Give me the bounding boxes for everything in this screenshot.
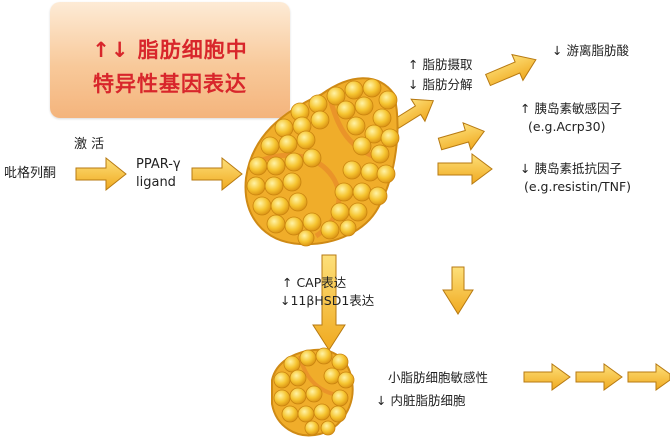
label-ppar-line2: ligand <box>136 175 176 190</box>
title-line-2: 特异性基因表达 <box>93 72 247 96</box>
label-insulin-resistance: ↓ 胰岛素抵抗因子 <box>520 161 622 176</box>
arrow-bottom-3 <box>627 363 670 391</box>
label-small-adipocyte-sensitivity: 小脂肪细胞敏感性 <box>388 370 489 385</box>
arrow-to-free-fatty-acid <box>484 53 537 87</box>
arrow-tissue-down <box>312 254 346 351</box>
arrow-bottom-1 <box>523 363 571 391</box>
label-fat-uptake: ↑ 脂肪摄取 <box>408 57 473 72</box>
label-visceral-fat-cells: ↓ 内脏脂肪细胞 <box>376 393 466 408</box>
arrow-ppar-to-tissue <box>191 156 243 192</box>
label-fat-breakdown: ↓ 脂肪分解 <box>408 77 473 92</box>
arrow-bottom-2 <box>575 363 623 391</box>
label-ppar-line1: PPAR-γ <box>136 157 181 172</box>
label-pioglitazone: 吡格列酮 <box>4 166 57 181</box>
label-cap-expression: ↑ CAP表达 <box>282 275 347 290</box>
arrow-drug-to-ppar <box>75 156 127 192</box>
arrow-to-insulin-resistance <box>437 153 493 185</box>
label-insulin-resistance-example: (e.g.resistin/TNF) <box>524 179 632 194</box>
label-free-fatty-acid: ↓ 游离脂肪酸 <box>552 43 629 58</box>
label-activate: 激 活 <box>74 137 105 152</box>
adipose-tissue-small <box>271 347 355 437</box>
arrows <box>75 53 670 391</box>
arrow-to-insulin-sensitizing <box>437 121 486 151</box>
title-line-1: ↑↓ 脂肪细胞中 <box>92 38 248 62</box>
arrow-side-down <box>442 266 474 315</box>
title-box: ↑↓ 脂肪细胞中 特异性基因表达 <box>50 2 290 118</box>
adipose-tissue-large <box>244 77 400 247</box>
label-11bhsd1-expression: ↓11βHSD1表达 <box>280 293 375 308</box>
label-insulin-sensitizing: ↑ 胰岛素敏感因子 <box>520 101 622 116</box>
label-insulin-sensitizing-example: (e.g.Acrp30) <box>528 119 606 134</box>
arrow-tissue-to-fat-uptake <box>392 98 435 129</box>
